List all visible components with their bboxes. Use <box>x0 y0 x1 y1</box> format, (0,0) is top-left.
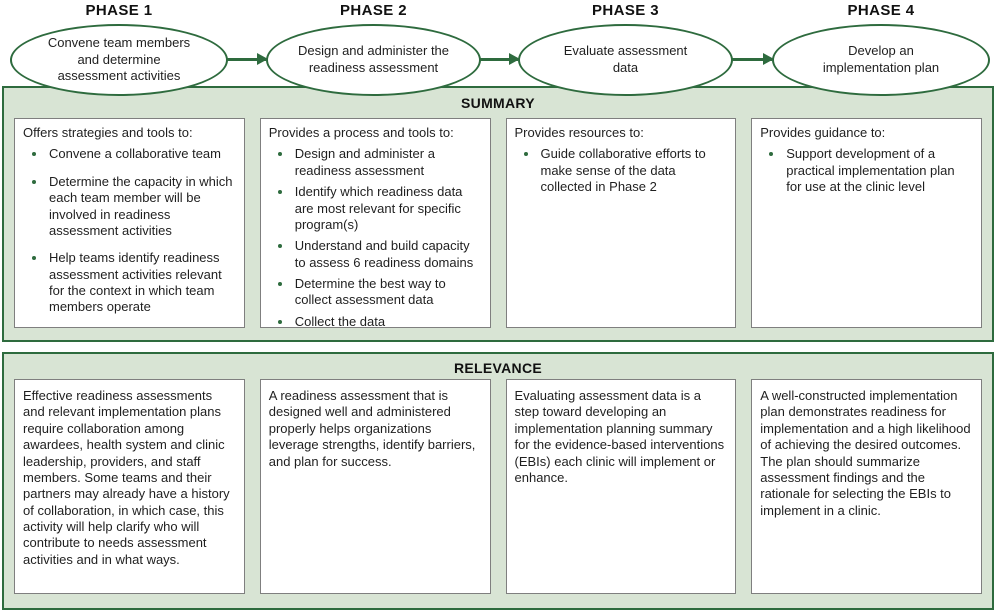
phase-3-oval-text: Evaluate assessment data <box>563 43 688 75</box>
bullet-item: Understand and build capacity to assess … <box>293 238 482 271</box>
relevance-title: RELEVANCE <box>453 360 542 376</box>
summary-lead-phase3: Provides resources to: <box>514 125 644 140</box>
relevance-text-phase3: Evaluating assessment data is a step tow… <box>514 388 725 485</box>
phase-2-oval-text: Design and administer the readiness asse… <box>297 43 450 75</box>
relevance-band: RELEVANCE Effective readiness assessment… <box>2 352 994 610</box>
arrow-phase2-to-phase3 <box>479 53 520 65</box>
phase-4-label: PHASE 4 <box>847 2 915 19</box>
phase-4-oval-text: Develop an implementation plan <box>822 43 940 75</box>
arrow-phase3-to-phase4 <box>731 53 774 65</box>
bullet-item: Collect the data <box>293 314 482 327</box>
summary-card-phase4: Provides guidance to: Support developmen… <box>751 118 982 328</box>
arrow-phase1-to-phase2 <box>226 53 268 65</box>
summary-band: SUMMARY Offers strategies and tools to: … <box>2 86 994 342</box>
relevance-text-phase4: A well-constructed implementation plan d… <box>760 388 971 518</box>
relevance-card-phase1: Effective readiness assessments and rele… <box>14 379 245 594</box>
bullet-item: Help teams identify readiness assessment… <box>47 250 236 316</box>
summary-lead-phase4: Provides guidance to: <box>760 125 886 140</box>
phase-1-oval-text: Convene team members and determine asses… <box>47 35 191 84</box>
bullet-item: Guide collaborative efforts to make sens… <box>539 146 728 195</box>
summary-title: SUMMARY <box>461 95 535 111</box>
summary-bullets-phase3: Guide collaborative efforts to make sens… <box>515 146 728 195</box>
relevance-grid: Effective readiness assessments and rele… <box>14 379 982 594</box>
phase-3-oval: Evaluate assessment data <box>518 24 733 96</box>
summary-card-phase3: Provides resources to: Guide collaborati… <box>505 118 737 328</box>
relevance-card-phase4: A well-constructed implementation plan d… <box>751 379 982 594</box>
summary-bullets-phase2: Design and administer a readiness assess… <box>269 146 482 327</box>
bullet-item: Design and administer a readiness assess… <box>293 146 482 179</box>
summary-lead-phase1: Offers strategies and tools to: <box>23 125 193 140</box>
phase-2-oval: Design and administer the readiness asse… <box>266 24 481 96</box>
summary-lead-phase2: Provides a process and tools to: <box>268 125 454 140</box>
summary-bullets-phase4: Support development of a practical imple… <box>760 146 973 195</box>
summary-bullets-phase1: Convene a collaborative team Determine t… <box>23 146 236 315</box>
summary-card-phase2: Provides a process and tools to: Design … <box>259 118 491 328</box>
bullet-item: Determine the capacity in which each tea… <box>47 174 236 240</box>
phase-1-label: PHASE 1 <box>85 2 153 19</box>
phase-2-label: PHASE 2 <box>340 2 407 19</box>
phase-3-label: PHASE 3 <box>592 2 659 19</box>
summary-grid: Offers strategies and tools to: Convene … <box>14 118 982 328</box>
relevance-text-phase2: A readiness assessment that is designed … <box>268 388 476 469</box>
relevance-text-phase1: Effective readiness assessments and rele… <box>23 388 230 567</box>
phase-4-oval: Develop an implementation plan <box>772 24 990 96</box>
phase-1-oval: Convene team members and determine asses… <box>10 24 228 96</box>
bullet-item: Determine the best way to collect assess… <box>293 276 482 309</box>
relevance-card-phase2: A readiness assessment that is designed … <box>259 379 491 594</box>
summary-card-phase1: Offers strategies and tools to: Convene … <box>14 118 245 328</box>
bullet-item: Support development of a practical imple… <box>784 146 973 195</box>
bullet-item: Identify which readiness data are most r… <box>293 184 482 233</box>
relevance-card-phase3: Evaluating assessment data is a step tow… <box>505 379 737 594</box>
bullet-item: Convene a collaborative team <box>47 146 236 162</box>
